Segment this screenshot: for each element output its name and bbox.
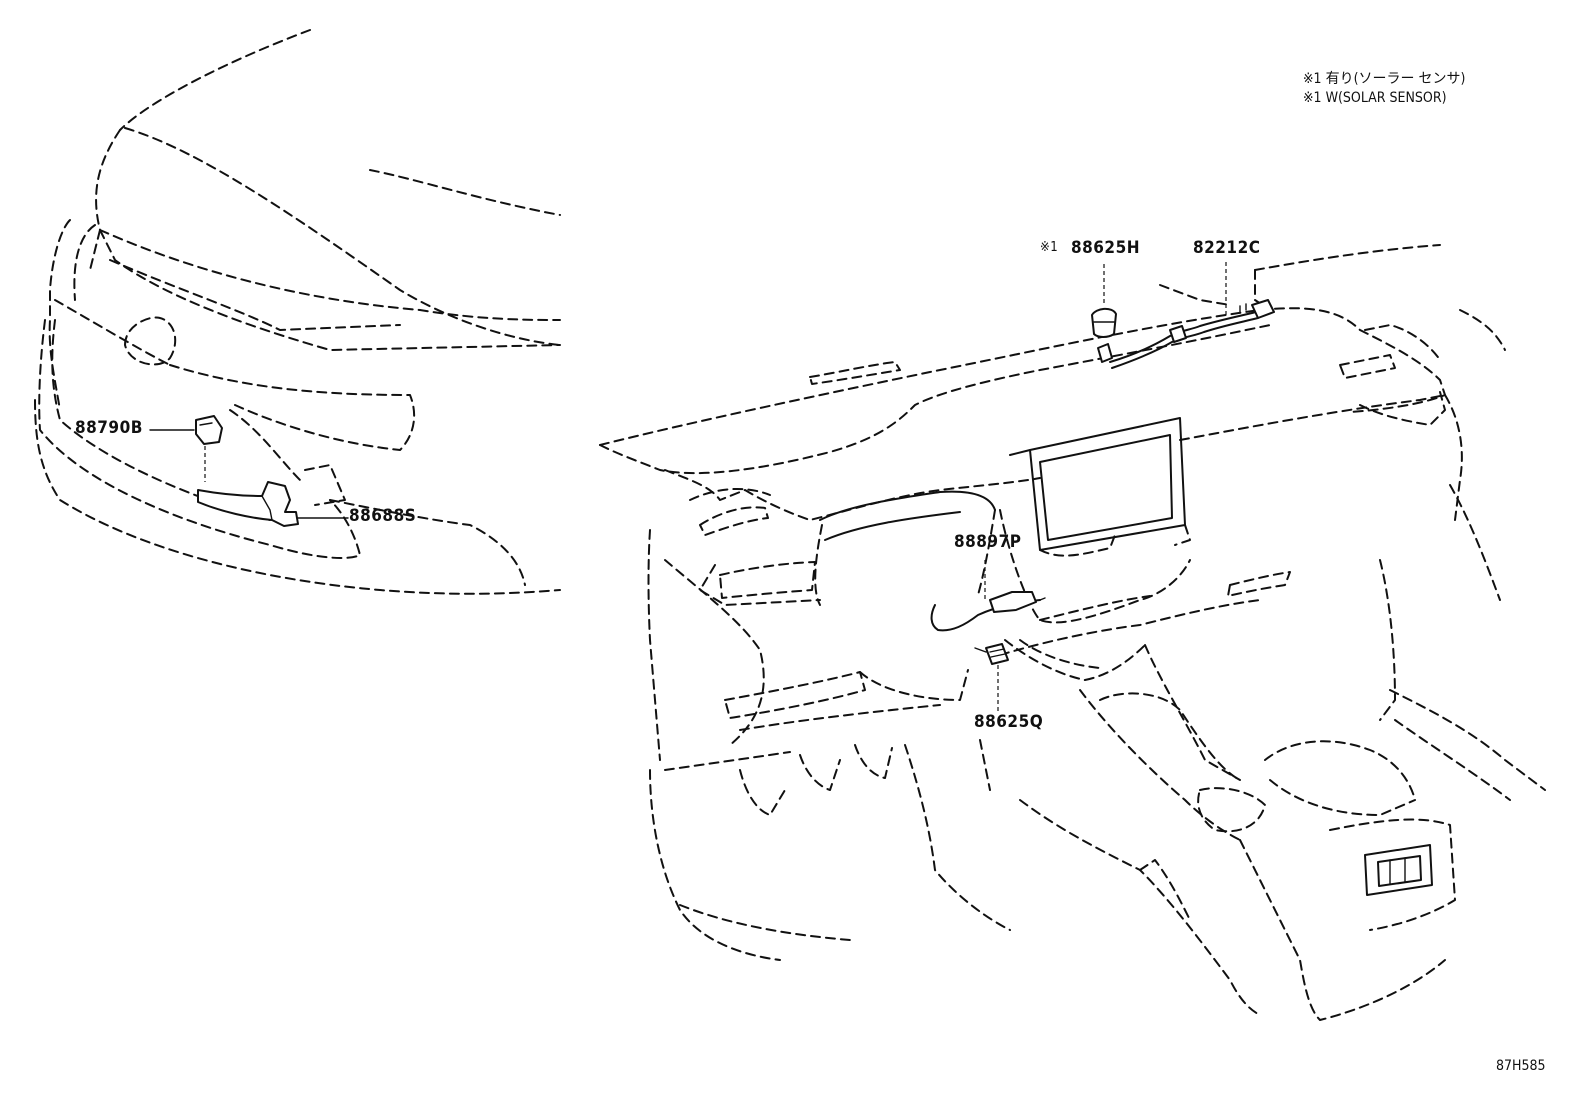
callout-88625H[interactable]: 88625H bbox=[1071, 238, 1141, 258]
callout-88897P[interactable]: 88897P bbox=[954, 532, 1022, 552]
callout-88625Q[interactable]: 88625Q bbox=[974, 712, 1044, 732]
callout-88790B[interactable]: 88790B bbox=[75, 418, 143, 438]
callout-88688S[interactable]: 88688S bbox=[349, 506, 417, 526]
instrument-panel-view bbox=[599, 244, 1546, 1021]
figure-code: 87H585 bbox=[1496, 1058, 1546, 1074]
callout-82212C[interactable]: 82212C bbox=[1193, 238, 1261, 258]
front-bumper-view bbox=[34, 29, 561, 595]
note-line-jp: ※1 有り(ソーラー センサ) bbox=[1303, 71, 1466, 87]
note-line-en: ※1 W(SOLAR SENSOR) bbox=[1303, 90, 1447, 106]
callout-88625H-mark: ※1 bbox=[1040, 240, 1059, 255]
